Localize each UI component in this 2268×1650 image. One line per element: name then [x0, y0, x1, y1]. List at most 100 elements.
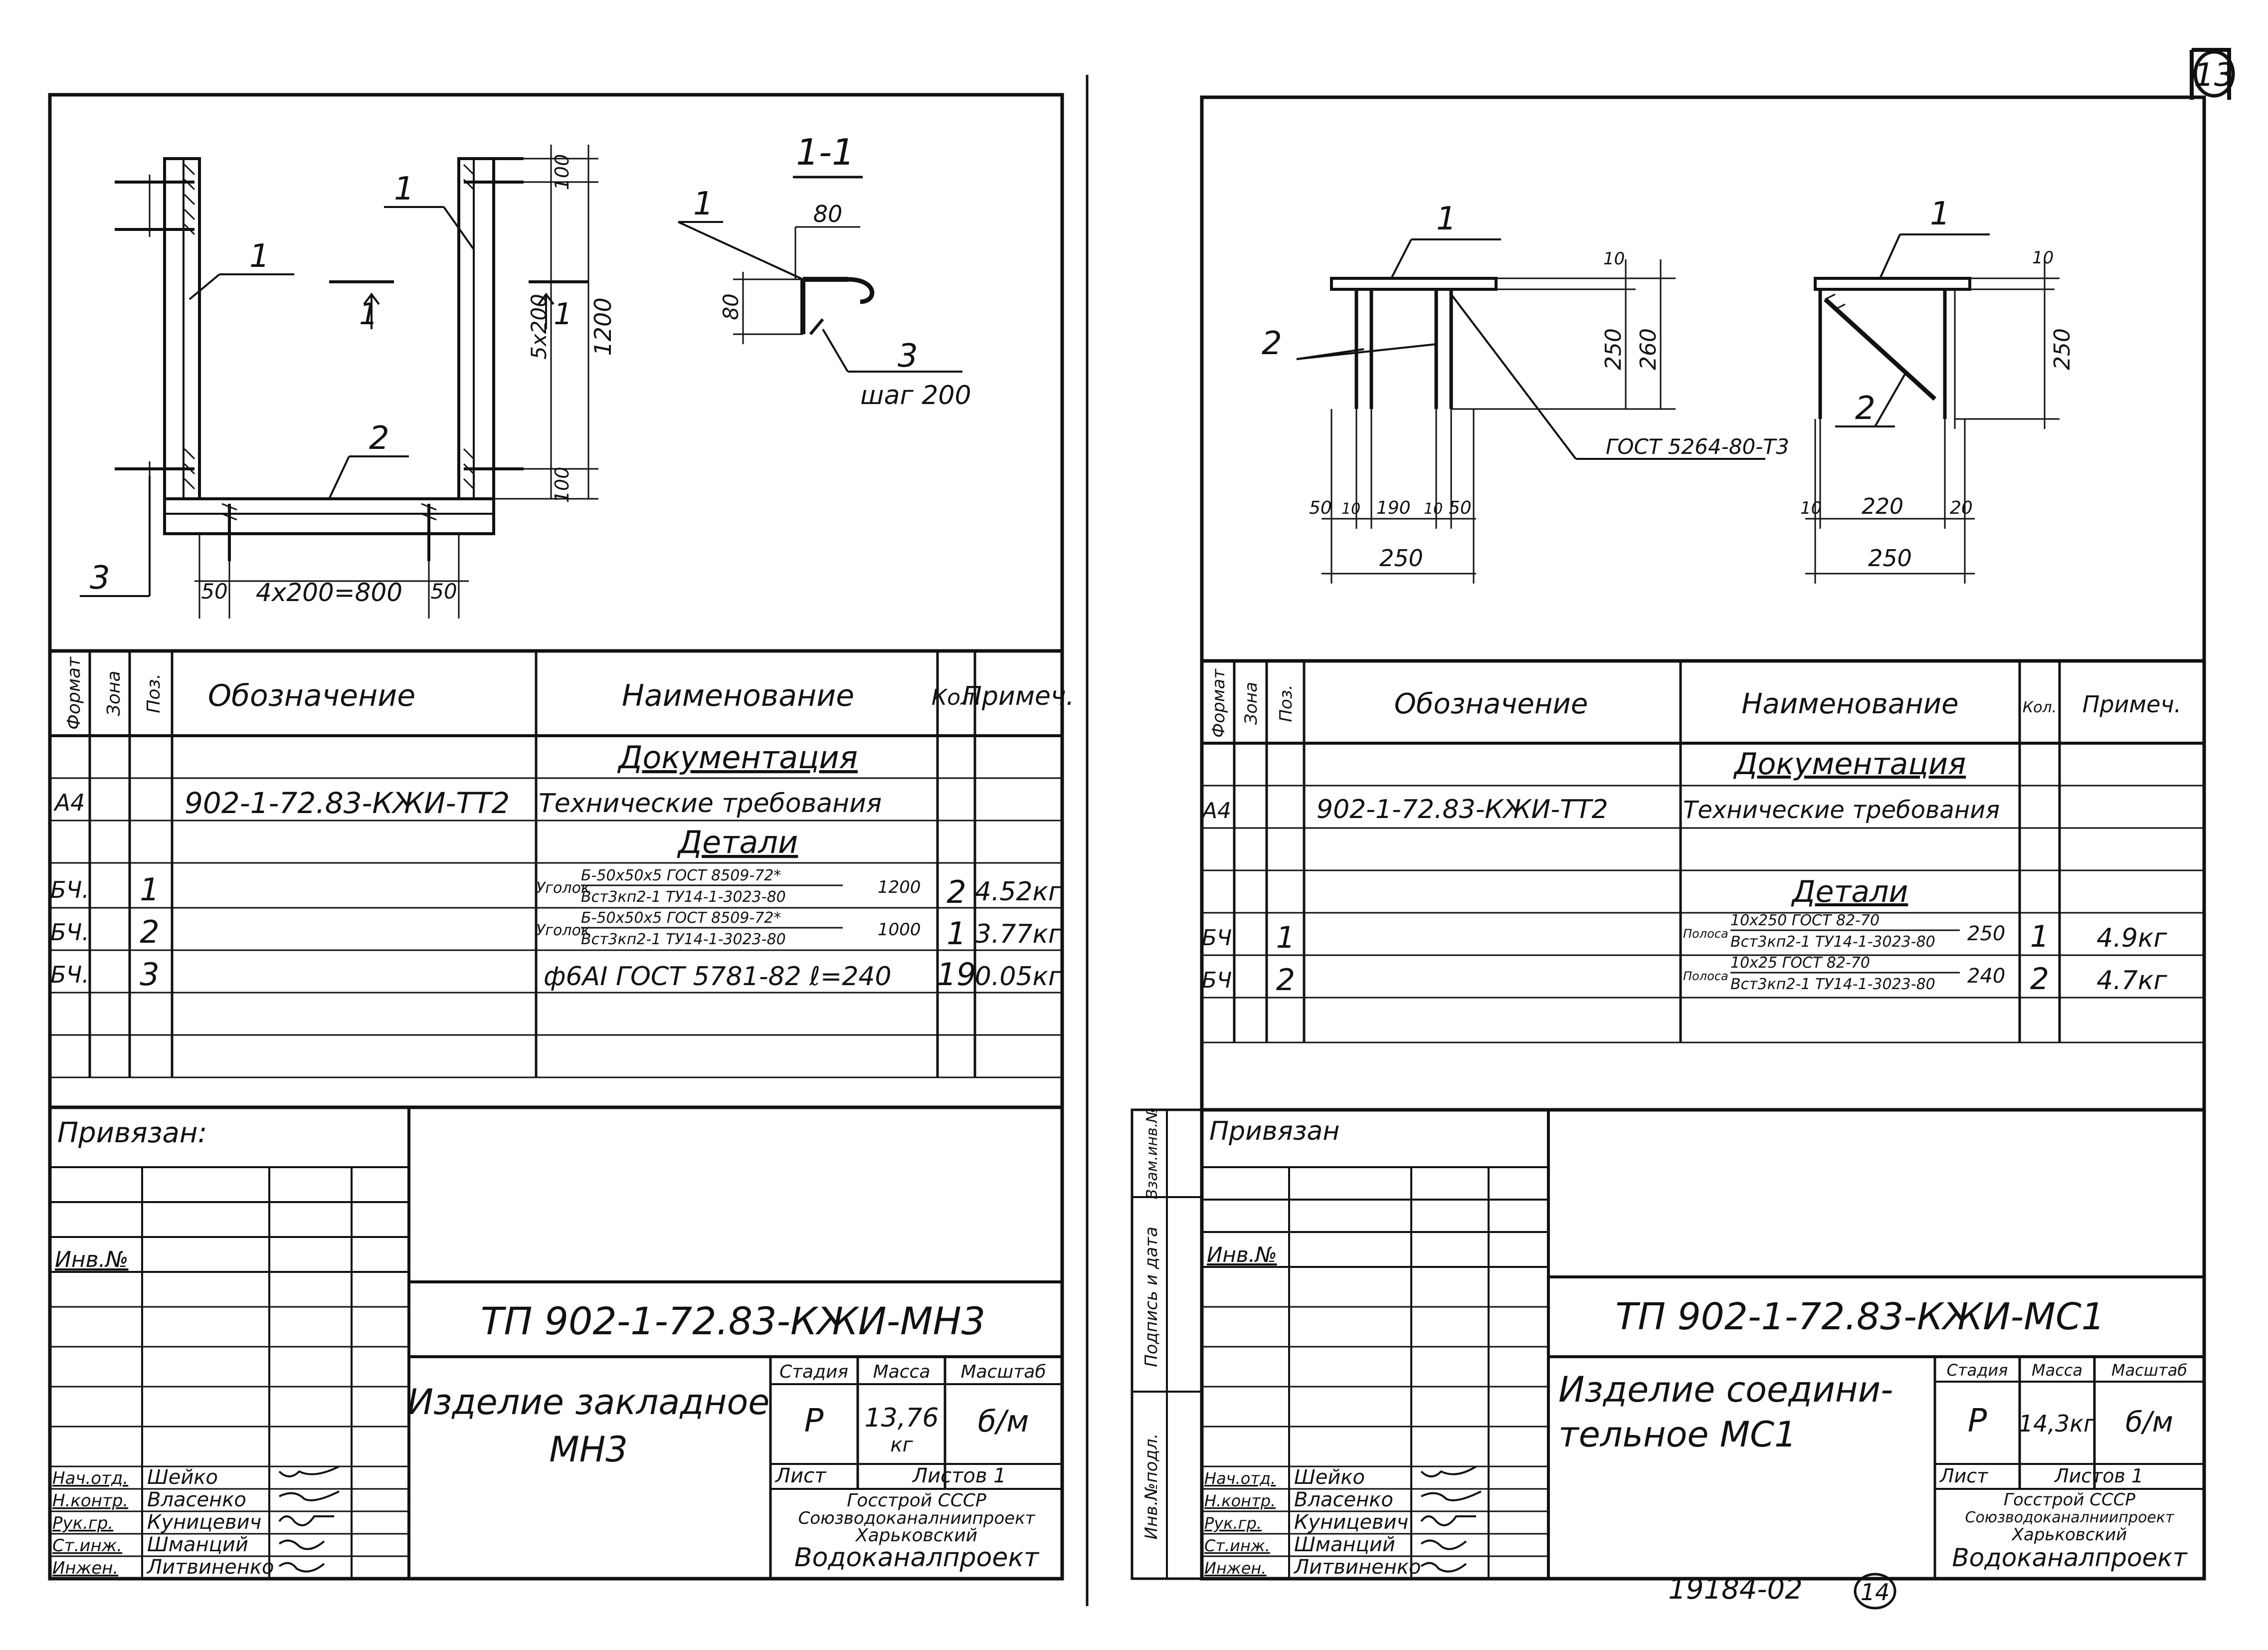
- right-row5-note: 4.7кг: [2096, 966, 2167, 996]
- left-row4-num: Б-50x50x5 ГОСТ 8509-72*: [581, 909, 781, 927]
- right-dim-250-bottom-b: 250: [1868, 545, 1912, 572]
- cut-mark-left: 1: [359, 297, 378, 332]
- left-row3-den: Вст3кп2-1 ТУ14-1-3023-80: [581, 888, 786, 906]
- right-signer-name-0: Шейко: [1294, 1466, 1365, 1489]
- right-dim-20: 20: [1950, 498, 1973, 518]
- left-sheet: 1 1 2 3 1 1 100 5x200 10: [48, 93, 1074, 1581]
- left-row-documentation: Документация: [617, 739, 858, 776]
- left-pos3-label: 3: [90, 560, 110, 597]
- left-inv-no: Инв.№: [55, 1247, 128, 1272]
- right-hdr-format: Формат: [1209, 668, 1229, 738]
- right-org-2: Союзводоканалниипроект: [1965, 1509, 2175, 1526]
- right-dim-10-a: 10: [1603, 249, 1625, 269]
- left-org-2: Союзводоканалниипроект: [798, 1508, 1036, 1528]
- left-row1-name: Технические требования: [539, 789, 882, 819]
- left-mass: 13,76: [865, 1403, 939, 1433]
- right-dim-260: 260: [1636, 328, 1661, 370]
- right-signer-name-4: Литвиненко: [1293, 1556, 1421, 1579]
- left-stage: Р: [804, 1403, 824, 1440]
- left-signer-name-2: Куницевич: [147, 1511, 261, 1534]
- right-org-3: Харьковский: [2011, 1525, 2127, 1545]
- right-gost-label: ГОСТ 5264-80-Т3: [1606, 434, 1789, 459]
- right-row4-prefix: Полоса: [1683, 927, 1728, 941]
- left-row5-qty: 19: [937, 956, 976, 993]
- right-inv-no: Инв.№: [1207, 1242, 1277, 1267]
- left-row5-note: 0.05кг: [975, 962, 1062, 992]
- section-pos3-label: 3: [898, 338, 918, 375]
- right-row4-format: БЧ: [1202, 925, 1232, 951]
- left-hdr-note: Примеч.: [962, 681, 1074, 711]
- right-title-2: тельное МС1: [1558, 1414, 1797, 1455]
- left-hdr-pos: Поз.: [144, 673, 164, 713]
- right-hdr-pos: Поз.: [1276, 684, 1296, 722]
- left-drawing: 1 1 2 3 1 1 100 5x200 10: [80, 131, 971, 619]
- left-signer-name-1: Власенко: [147, 1488, 246, 1511]
- right-org-4: Водоканалпроект: [1952, 1543, 2188, 1572]
- left-row4-note: 3.77кг: [975, 919, 1062, 949]
- right-dim-10a: 10: [1341, 500, 1360, 518]
- right-row4-note: 4.9кг: [2096, 923, 2167, 953]
- left-signer-role-4: Инжен.: [52, 1558, 118, 1578]
- dim-80-top: 80: [813, 201, 843, 227]
- dim-80-side: 80: [719, 293, 743, 320]
- right-stage-label: Стадия: [1947, 1361, 2008, 1380]
- dim-1200: 1200: [589, 297, 616, 356]
- left-stage-label: Стадия: [779, 1362, 848, 1382]
- right-side-strip: Инв.№подл. Подпись и дата Взам.инв.№: [1131, 1107, 1203, 1580]
- cut-mark-right: 1: [554, 297, 572, 332]
- left-hdr-name: Наименование: [622, 678, 854, 713]
- right-mass-label: Масса: [2032, 1361, 2082, 1380]
- left-row5-name: ф6АI ГОСТ 5781-82 ℓ=240: [544, 962, 892, 992]
- left-pos2-label: 2: [369, 420, 389, 457]
- left-row3-qty: 2: [946, 874, 966, 910]
- right-row4-qty: 1: [2030, 919, 2049, 954]
- dim-4x200: 4x200=800: [256, 578, 402, 607]
- left-hdr-format: Формат: [64, 656, 84, 730]
- right-signer-name-3: Шманций: [1294, 1533, 1395, 1556]
- right-row-details: Детали: [1791, 874, 1908, 909]
- left-signer-name-3: Шманций: [147, 1533, 248, 1556]
- right-dim-10c: 10: [1800, 498, 1822, 518]
- right-sheet: 1 2 ГОСТ 5264-80-Т3 10 250 260 50 10 190…: [1131, 95, 2206, 1581]
- dim-100-bottom: 100: [551, 467, 573, 503]
- left-row5-pos: 3: [140, 956, 159, 993]
- right-drawing-b: 1 2 10 250 10 220 20 250: [1800, 196, 2075, 584]
- right-row4-suffix: 250: [1967, 922, 2005, 945]
- right-hdr-designation: Обозначение: [1394, 688, 1588, 720]
- right-signatures: [1420, 1465, 1482, 1573]
- dim-50-left: 50: [201, 579, 227, 604]
- right-signer-role-2: Рук.гр.: [1204, 1514, 1262, 1533]
- right-hdr-zone: Зона: [1241, 682, 1261, 725]
- right-dim-50b: 50: [1449, 498, 1472, 518]
- left-org-3: Харьковский: [855, 1525, 977, 1546]
- left-signer-role-1: Н.контр.: [52, 1491, 128, 1511]
- right-org-1: Госстрой СССР: [2004, 1490, 2135, 1510]
- right-dim-250-bottom: 250: [1379, 545, 1423, 572]
- right-row4-pos: 1: [1276, 920, 1295, 955]
- right-hdr-name: Наименование: [1741, 688, 1958, 720]
- right-title-block: ТП 902-1-72.83-КЖИ-МС1 Стадия Масса Масш…: [1202, 1275, 2204, 1579]
- right-privyazan-block: Привязан Инв.№: [1202, 1108, 1550, 1579]
- right-row1-format: А4: [1201, 798, 1231, 824]
- right-row-documentation: Документация: [1733, 747, 1966, 782]
- dim-50-right: 50: [430, 579, 457, 604]
- left-signer-role-2: Рук.гр.: [52, 1513, 113, 1533]
- right-dim-10b: 10: [1424, 500, 1443, 518]
- right-spec-table: Формат Зона Поз. Обозначение Наименовани…: [1201, 659, 2204, 1112]
- left-row4-prefix: Уголок: [536, 922, 590, 939]
- dim-100-top: 100: [551, 154, 573, 191]
- right-signer-role-4: Инжен.: [1204, 1559, 1266, 1578]
- left-org-4: Водоканалпроект: [794, 1543, 1040, 1573]
- left-row1-designation: 902-1-72.83-КЖИ-ТТ2: [185, 786, 510, 820]
- right-row5-prefix: Полоса: [1683, 969, 1728, 983]
- section-label: 1-1: [796, 131, 855, 173]
- right-dim-250-side: 250: [2050, 328, 2075, 370]
- left-row3-note: 4.52кг: [975, 877, 1062, 907]
- doc-number: 19184-02: [1668, 1573, 1803, 1606]
- left-privyazan: Привязан:: [57, 1117, 207, 1149]
- left-pos1-label-a: 1: [249, 238, 270, 275]
- sheet-circle-number: 14: [1861, 1579, 1890, 1606]
- right-row5-format: БЧ: [1202, 968, 1232, 993]
- left-row4-pos: 2: [140, 914, 159, 950]
- right-hdr-note: Примеч.: [2082, 691, 2182, 718]
